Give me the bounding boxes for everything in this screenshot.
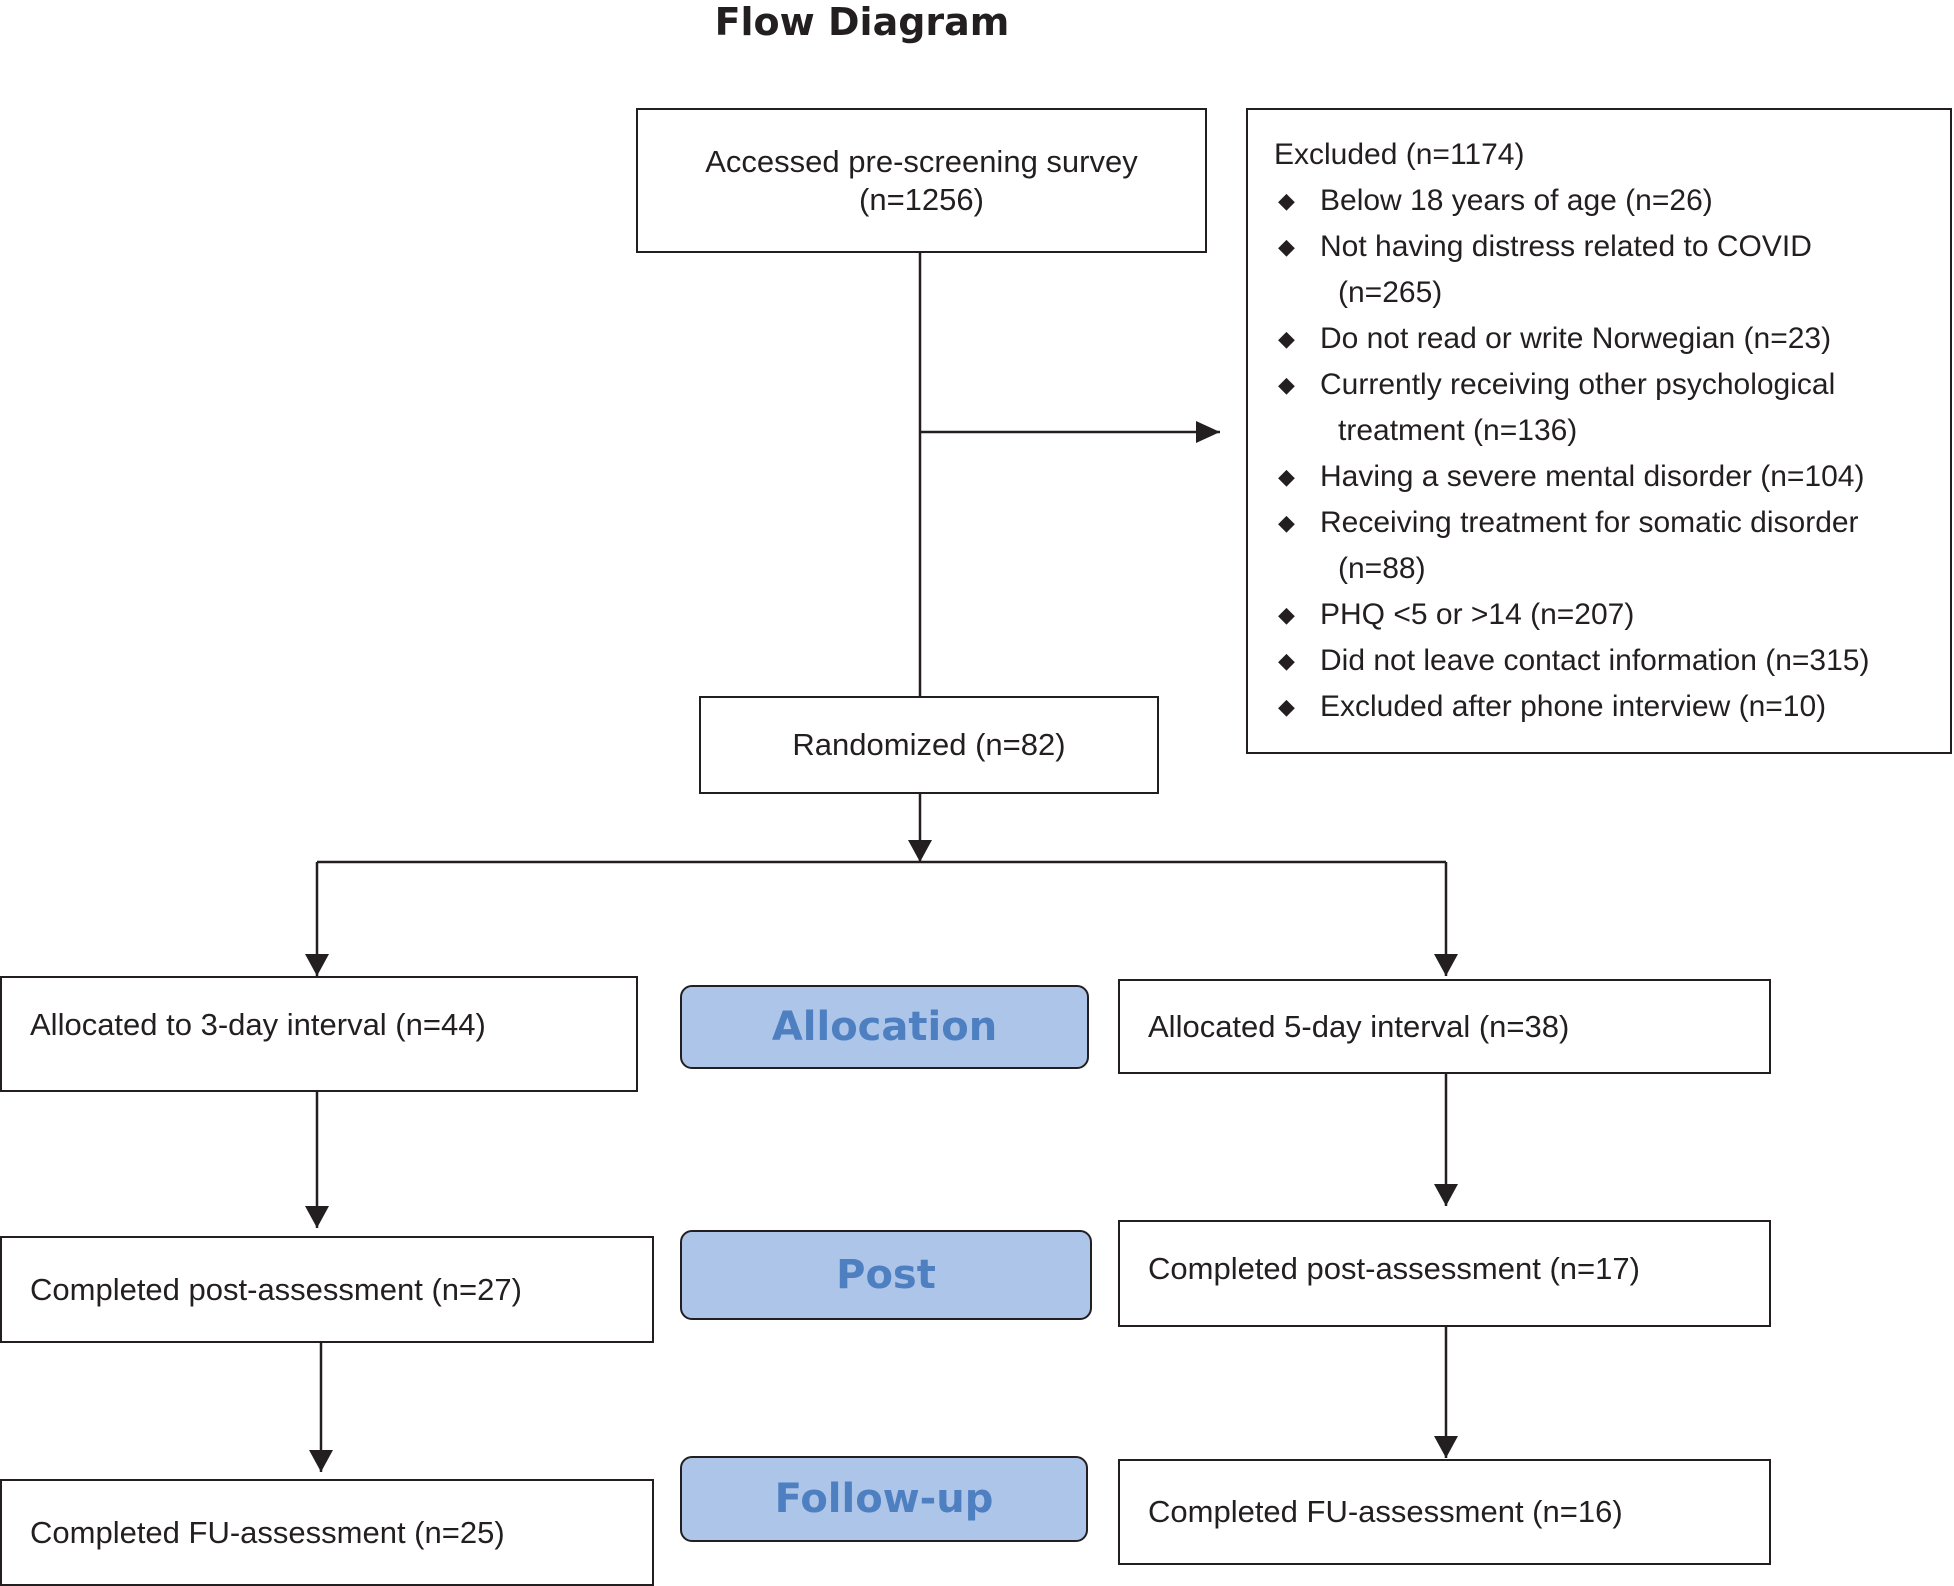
excluded-item-text: Receiving treatment for somatic disorder <box>1320 506 1859 539</box>
stage-allocation: Allocation <box>680 985 1089 1069</box>
excluded-item-text: Not having distress related to COVID <box>1320 230 1812 263</box>
excluded-item-count: (n=88) <box>1338 552 1426 585</box>
diamond-bullet-icon: ◆ <box>1278 372 1295 397</box>
left-allocated-label: Allocated to 3-day interval (n=44) <box>30 1007 486 1042</box>
left-fu-label: Completed FU-assessment (n=25) <box>30 1514 505 1550</box>
list-item: ◆ Receiving treatment for somatic disorde… <box>1274 500 1950 592</box>
list-item: ◆ Excluded after phone interview (n=10) <box>1274 684 1950 730</box>
diamond-bullet-icon: ◆ <box>1278 694 1295 719</box>
page-title: Flow Diagram <box>714 0 1010 44</box>
screening-count: (n=1256) <box>859 181 984 217</box>
diamond-bullet-icon: ◆ <box>1278 326 1295 351</box>
diamond-bullet-icon: ◆ <box>1278 188 1295 213</box>
right-post-label: Completed post-assessment (n=17) <box>1148 1251 1640 1286</box>
excluded-item-text: Did not leave contact information (n=315… <box>1320 644 1870 677</box>
list-item: ◆ Did not leave contact information (n=31… <box>1274 638 1950 684</box>
list-item: ◆ Do not read or write Norwegian (n=23) <box>1274 316 1950 362</box>
excluded-item-count: (n=265) <box>1338 276 1443 309</box>
list-item: ◆ Below 18 years of age (n=26) <box>1274 178 1950 224</box>
left-post-label: Completed post-assessment (n=27) <box>30 1271 522 1307</box>
diamond-bullet-icon: ◆ <box>1278 464 1295 489</box>
right-post-box: Completed post-assessment (n=17) <box>1118 1220 1771 1327</box>
excluded-box: Excluded (n=1174) ◆ Below 18 years of age… <box>1246 108 1952 754</box>
left-allocated-box: Allocated to 3-day interval (n=44) <box>0 976 638 1092</box>
screening-box: Accessed pre-screening survey (n=1256) <box>636 108 1207 253</box>
screening-label: Accessed pre-screening survey <box>705 143 1138 179</box>
list-item: ◆ Having a severe mental disorder (n=104) <box>1274 454 1950 500</box>
right-allocated-label: Allocated 5-day interval (n=38) <box>1148 1008 1570 1044</box>
right-allocated-box: Allocated 5-day interval (n=38) <box>1118 979 1771 1074</box>
randomized-box: Randomized (n=82) <box>699 696 1159 794</box>
right-fu-label: Completed FU-assessment (n=16) <box>1148 1494 1623 1529</box>
left-fu-box: Completed FU-assessment (n=25) <box>0 1479 654 1586</box>
diamond-bullet-icon: ◆ <box>1278 648 1295 673</box>
excluded-item-text: Do not read or write Norwegian (n=23) <box>1320 322 1832 355</box>
diamond-bullet-icon: ◆ <box>1278 234 1295 259</box>
excluded-item-text: Having a severe mental disorder (n=104) <box>1320 460 1865 493</box>
excluded-heading: Excluded (n=1174) <box>1274 138 1525 171</box>
excluded-item-text: PHQ <5 or >14 (n=207) <box>1320 598 1635 631</box>
list-item: ◆ Currently receiving other psychological… <box>1274 362 1950 454</box>
excluded-item-text: Below 18 years of age (n=26) <box>1320 184 1713 217</box>
stage-post: Post <box>680 1230 1092 1320</box>
excluded-list: ◆ Below 18 years of age (n=26) ◆ Not havin… <box>1274 178 1950 730</box>
list-item: ◆ Not having distress related to COVID (n=… <box>1274 224 1950 316</box>
diamond-bullet-icon: ◆ <box>1278 510 1295 535</box>
excluded-item-text: Excluded after phone interview (n=10) <box>1320 690 1827 723</box>
excluded-item-text: Currently receiving other psychological <box>1320 368 1836 401</box>
excluded-item-count: treatment (n=136) <box>1338 414 1578 447</box>
randomized-label: Randomized (n=82) <box>792 727 1066 762</box>
list-item: ◆ PHQ <5 or >14 (n=207) <box>1274 592 1950 638</box>
diamond-bullet-icon: ◆ <box>1278 602 1295 627</box>
left-post-box: Completed post-assessment (n=27) <box>0 1236 654 1343</box>
right-fu-box: Completed FU-assessment (n=16) <box>1118 1459 1771 1565</box>
stage-followup: Follow-up <box>680 1456 1088 1542</box>
